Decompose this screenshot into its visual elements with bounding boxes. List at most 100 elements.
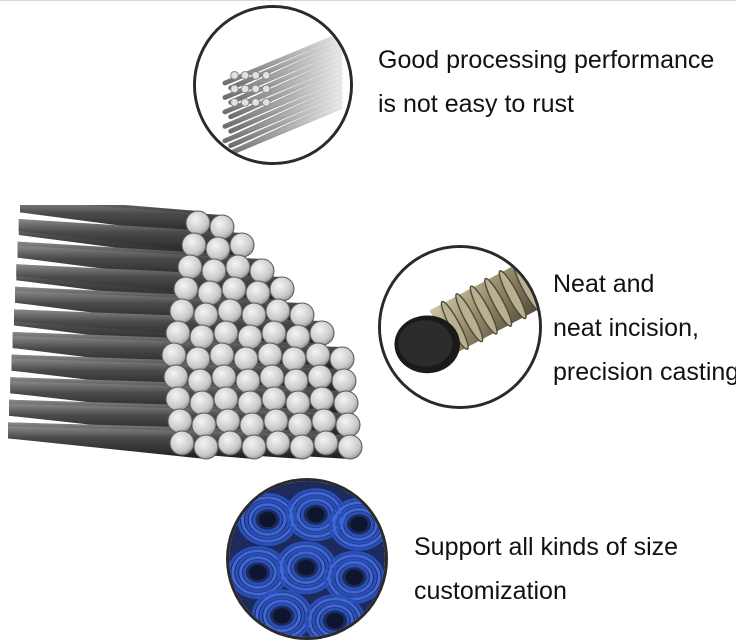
rebar-end — [307, 364, 333, 390]
rebar-end — [265, 298, 291, 324]
rebar-end — [237, 390, 263, 416]
rebar-end — [245, 280, 271, 306]
rebar-end — [263, 408, 289, 434]
rebar-end — [193, 302, 219, 328]
rebar-end — [235, 368, 261, 394]
steel-rod — [228, 80, 343, 134]
wire-coil-ring — [252, 506, 283, 533]
wire-coil-ring — [300, 501, 331, 528]
rebar-end — [185, 346, 211, 372]
wire-coil-center — [326, 612, 344, 629]
thread-rib — [469, 285, 498, 335]
rebar-end — [187, 368, 213, 394]
steel-rod-end — [261, 97, 271, 107]
rebar-end — [191, 412, 217, 438]
wire-coil-ring — [242, 559, 273, 586]
feature-processing-line-1: Good processing performance — [378, 46, 715, 74]
rebar-end — [169, 430, 195, 456]
rebar-end — [289, 302, 315, 328]
steel-rod-end — [230, 84, 239, 94]
rebar-bundle-image — [0, 205, 395, 495]
rebar-end — [239, 412, 265, 438]
wire-coil-ring — [339, 564, 370, 591]
rebar-end — [177, 254, 203, 280]
rebar-end — [189, 324, 215, 350]
rebar-end — [331, 368, 357, 394]
feature-incision-text: Neat and neat incision, precision castin… — [553, 270, 736, 392]
wire-coil-icon — [229, 481, 385, 637]
rebar-end — [305, 342, 331, 368]
rebar-end — [241, 302, 267, 328]
rebar-end — [221, 276, 247, 302]
rebar-end — [197, 280, 223, 306]
rebar-end — [283, 368, 309, 394]
wire-coil-center — [345, 569, 363, 585]
rebar-end — [161, 342, 187, 368]
rebar-end — [249, 258, 275, 284]
rebar-end — [229, 232, 255, 258]
rebar-end — [209, 214, 235, 240]
rebar-end — [163, 364, 189, 390]
steel-rod — [222, 75, 343, 129]
wire-coil-circle — [226, 478, 388, 640]
steel-rod-end — [240, 97, 250, 107]
rebar-end — [181, 232, 207, 258]
wire-coil-ring — [239, 556, 277, 589]
rebar-end — [165, 320, 191, 346]
rebar-end — [333, 390, 359, 416]
steel-rod — [222, 104, 343, 158]
thread-rib — [455, 293, 484, 343]
rebar-end — [241, 434, 267, 460]
rebar-end — [259, 364, 285, 390]
rebar-end — [269, 276, 295, 302]
steel-rod-end — [240, 84, 250, 94]
steel-rod-end — [251, 97, 261, 107]
rebar-end — [215, 408, 241, 434]
rebar-end — [185, 210, 211, 236]
rebar-end — [281, 346, 307, 372]
wire-coil-center — [273, 608, 291, 624]
rebar-end — [285, 324, 311, 350]
rebar-end — [217, 430, 243, 456]
feature-processing-line-2: is not easy to rust — [378, 90, 574, 118]
wire-coil-ring — [344, 511, 374, 538]
rebar-end — [201, 258, 227, 284]
top-divider — [0, 0, 736, 1]
steel-rod-end — [251, 84, 261, 94]
feature-processing-text: Good processing performance is not easy … — [378, 48, 718, 128]
rebar-end — [261, 386, 287, 412]
feature-incision-line-3: precision casting — [553, 358, 736, 386]
steel-rod-end — [251, 71, 261, 80]
rebar-end — [165, 386, 191, 412]
rebar-end — [217, 298, 243, 324]
wire-coil-ring — [327, 554, 381, 601]
thread-rib — [484, 277, 513, 327]
rebar-cut-end-circle — [378, 245, 542, 409]
steel-rod-end — [261, 84, 271, 94]
rebar-end — [335, 412, 361, 438]
rebar-end — [337, 434, 363, 460]
rebar-end — [209, 342, 235, 368]
rebar-end — [309, 320, 335, 346]
wire-coil-center — [297, 559, 315, 576]
steel-rods-bundle-icon — [196, 8, 350, 162]
rebar-end — [265, 430, 291, 456]
feature-customization-line-2: customization — [414, 577, 567, 605]
rebar-end — [329, 346, 355, 372]
feature-incision-line-1: Neat and — [553, 270, 655, 298]
steel-rod-end — [230, 97, 239, 107]
steel-rod — [228, 66, 343, 120]
feature-incision-line-2: neat incision, — [553, 314, 699, 342]
rebar-end — [193, 434, 219, 460]
steel-rod — [222, 90, 343, 144]
rebar-end — [205, 236, 231, 262]
steel-rod — [228, 51, 343, 105]
steel-rod-end — [230, 71, 239, 80]
thread-rib — [498, 270, 527, 320]
wire-coil-center — [350, 516, 368, 533]
steel-rods-circle — [193, 5, 353, 165]
wire-coil-ring — [287, 551, 325, 585]
steel-rod-end — [261, 71, 271, 80]
wire-coil-ring — [263, 599, 301, 633]
rebar-bundle-illustration — [8, 205, 363, 460]
